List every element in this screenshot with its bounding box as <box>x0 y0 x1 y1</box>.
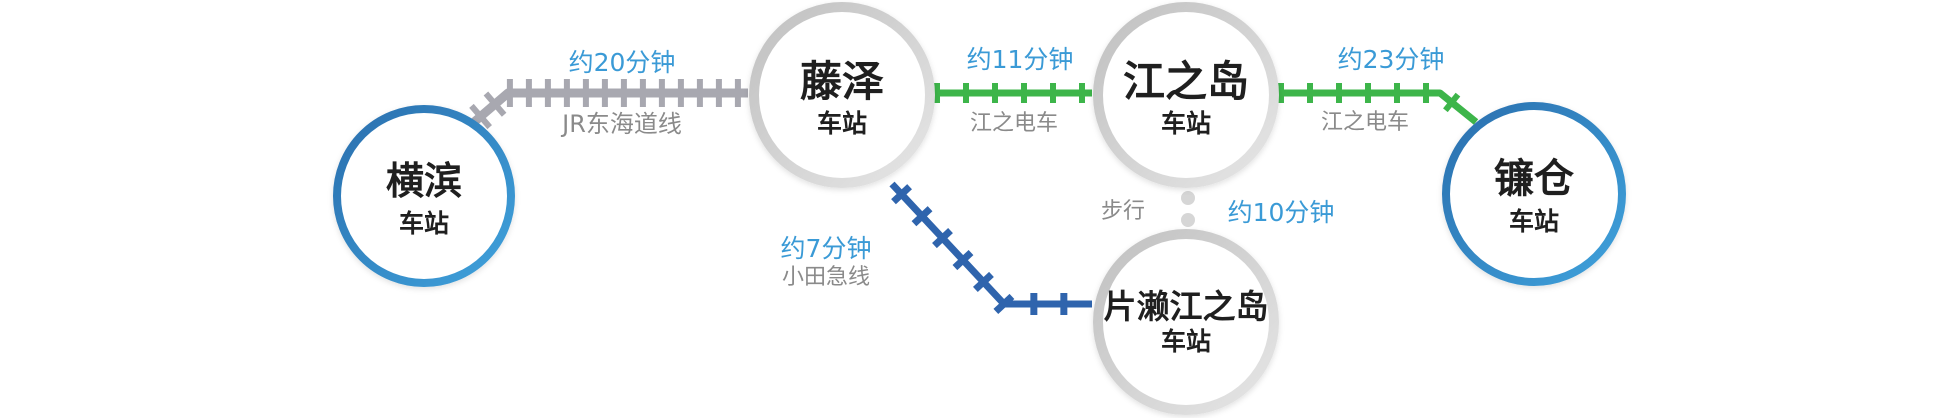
station-enoshima[interactable]: 江之岛 车站 <box>1093 2 1279 188</box>
jr-tokaido-track <box>469 79 748 130</box>
rail-tie <box>993 293 1015 314</box>
walk-dot <box>1181 213 1195 227</box>
rail <box>889 181 1092 308</box>
station-ring <box>749 2 935 188</box>
jr-line-label: JR东海道线 <box>560 110 682 138</box>
enoden-2-line-label: 江之电车 <box>1321 110 1409 135</box>
rail-tie <box>911 206 933 227</box>
walk-time-label: 约10分钟 <box>1228 198 1335 227</box>
station-ring <box>1093 2 1279 188</box>
enoden-1-line-label: 江之电车 <box>970 111 1058 136</box>
rail-tie <box>469 103 492 130</box>
odakyu-line-label: 小田急线 <box>782 265 870 290</box>
rail-tie <box>891 184 912 205</box>
station-name: 片濑江之岛 <box>1104 287 1269 326</box>
rail <box>1281 89 1479 125</box>
walk-dot <box>1181 191 1195 205</box>
station-sub: 车站 <box>399 209 449 238</box>
enoden-track-fujisawa-enoshima <box>934 83 1092 103</box>
odakyu-time-label: 约7分钟 <box>781 234 872 263</box>
station-fujisawa[interactable]: 藤泽 车站 <box>749 2 935 188</box>
station-katase-enoshima[interactable]: 片濑江之岛 车站 <box>1093 229 1279 415</box>
station-kamakura[interactable]: 镰仓 车站 <box>1442 102 1626 286</box>
station-ring <box>333 105 515 287</box>
rail-tie <box>973 271 994 293</box>
station-name: 横滨 <box>386 159 462 203</box>
station-name: 镰仓 <box>1494 156 1575 202</box>
station-sub: 车站 <box>1161 109 1211 138</box>
rail-tie <box>483 91 507 117</box>
enoden-1-time-label: 约11分钟 <box>967 45 1074 74</box>
rail-tie <box>1443 92 1461 113</box>
walk-mode-label: 步行 <box>1101 199 1145 224</box>
station-ring <box>1093 229 1279 415</box>
station-ring <box>1442 102 1626 286</box>
enoden-track-enoshima-kamakura <box>1278 83 1479 125</box>
station-sub: 车站 <box>1509 207 1559 236</box>
station-yokohama[interactable]: 横滨 车站 <box>333 105 515 287</box>
station-name: 江之岛 <box>1123 57 1249 106</box>
odakyu-track <box>889 181 1092 315</box>
jr-time-label: 约20分钟 <box>569 48 676 77</box>
station-sub: 车站 <box>1161 327 1211 356</box>
rail-tie <box>932 228 953 249</box>
station-name: 藤泽 <box>800 57 884 106</box>
rail-tie <box>952 249 974 271</box>
enoden-2-time-label: 约23分钟 <box>1338 45 1445 74</box>
walking-path <box>1181 191 1195 227</box>
station-sub: 车站 <box>817 109 867 138</box>
